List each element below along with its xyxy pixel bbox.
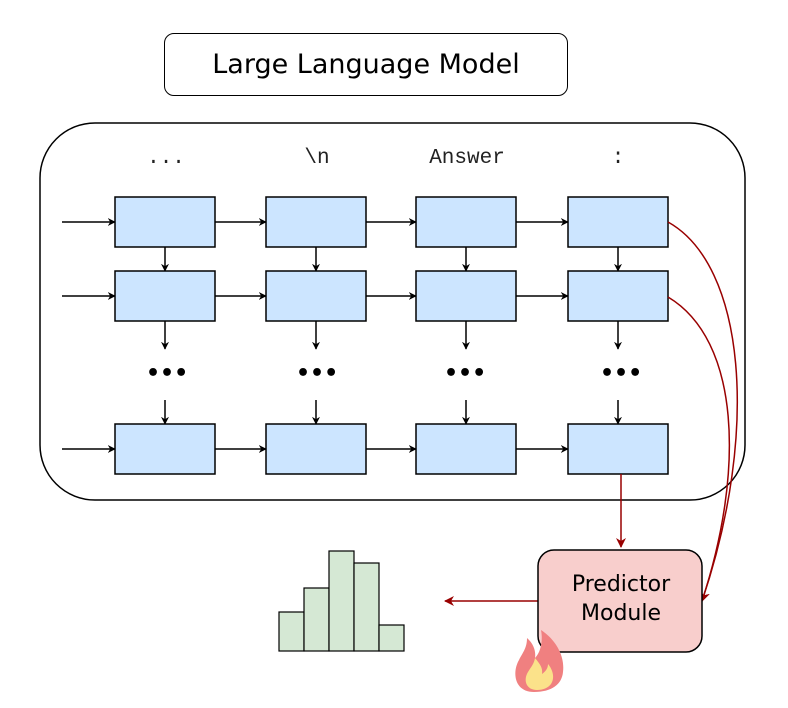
token-newline: \n: [304, 147, 330, 170]
predictor-module-box: [537, 549, 703, 653]
predictor-label-line2: Module: [581, 601, 661, 626]
predictor-label: Predictor Module: [540, 570, 702, 628]
predictor-label-line1: Predictor: [571, 572, 671, 597]
llm-title: Large Language Model: [212, 49, 520, 80]
hidden-state-cell: [567, 423, 669, 475]
layer-ellipsis: •••: [146, 361, 189, 386]
layer-ellipsis: •••: [600, 361, 643, 386]
hidden-state-cell: [265, 196, 367, 248]
layer-ellipsis: •••: [444, 361, 487, 386]
hidden-state-cell: [114, 423, 216, 475]
hidden-state-cell: [114, 270, 216, 322]
hidden-state-cell: [415, 196, 517, 248]
hidden-state-cell: [114, 196, 216, 248]
llm-title-box: Large Language Model: [164, 33, 568, 96]
hidden-state-cell: [567, 196, 669, 248]
hidden-state-cell: [567, 270, 669, 322]
histogram-icon: [278, 550, 405, 652]
hidden-state-cell: [415, 423, 517, 475]
hidden-state-cell: [265, 270, 367, 322]
layer1-to-predictor-arrow: [667, 221, 738, 602]
hidden-state-cell: [265, 423, 367, 475]
token-answer: Answer: [429, 147, 505, 170]
token-colon: :: [611, 147, 625, 170]
layer-ellipsis: •••: [296, 361, 339, 386]
flame-icon: [515, 630, 564, 692]
token-ellipsis: ...: [147, 147, 185, 170]
layer2-to-predictor-arrow: [667, 296, 731, 602]
transformer-grid: [62, 196, 669, 475]
hidden-state-cell: [415, 270, 517, 322]
